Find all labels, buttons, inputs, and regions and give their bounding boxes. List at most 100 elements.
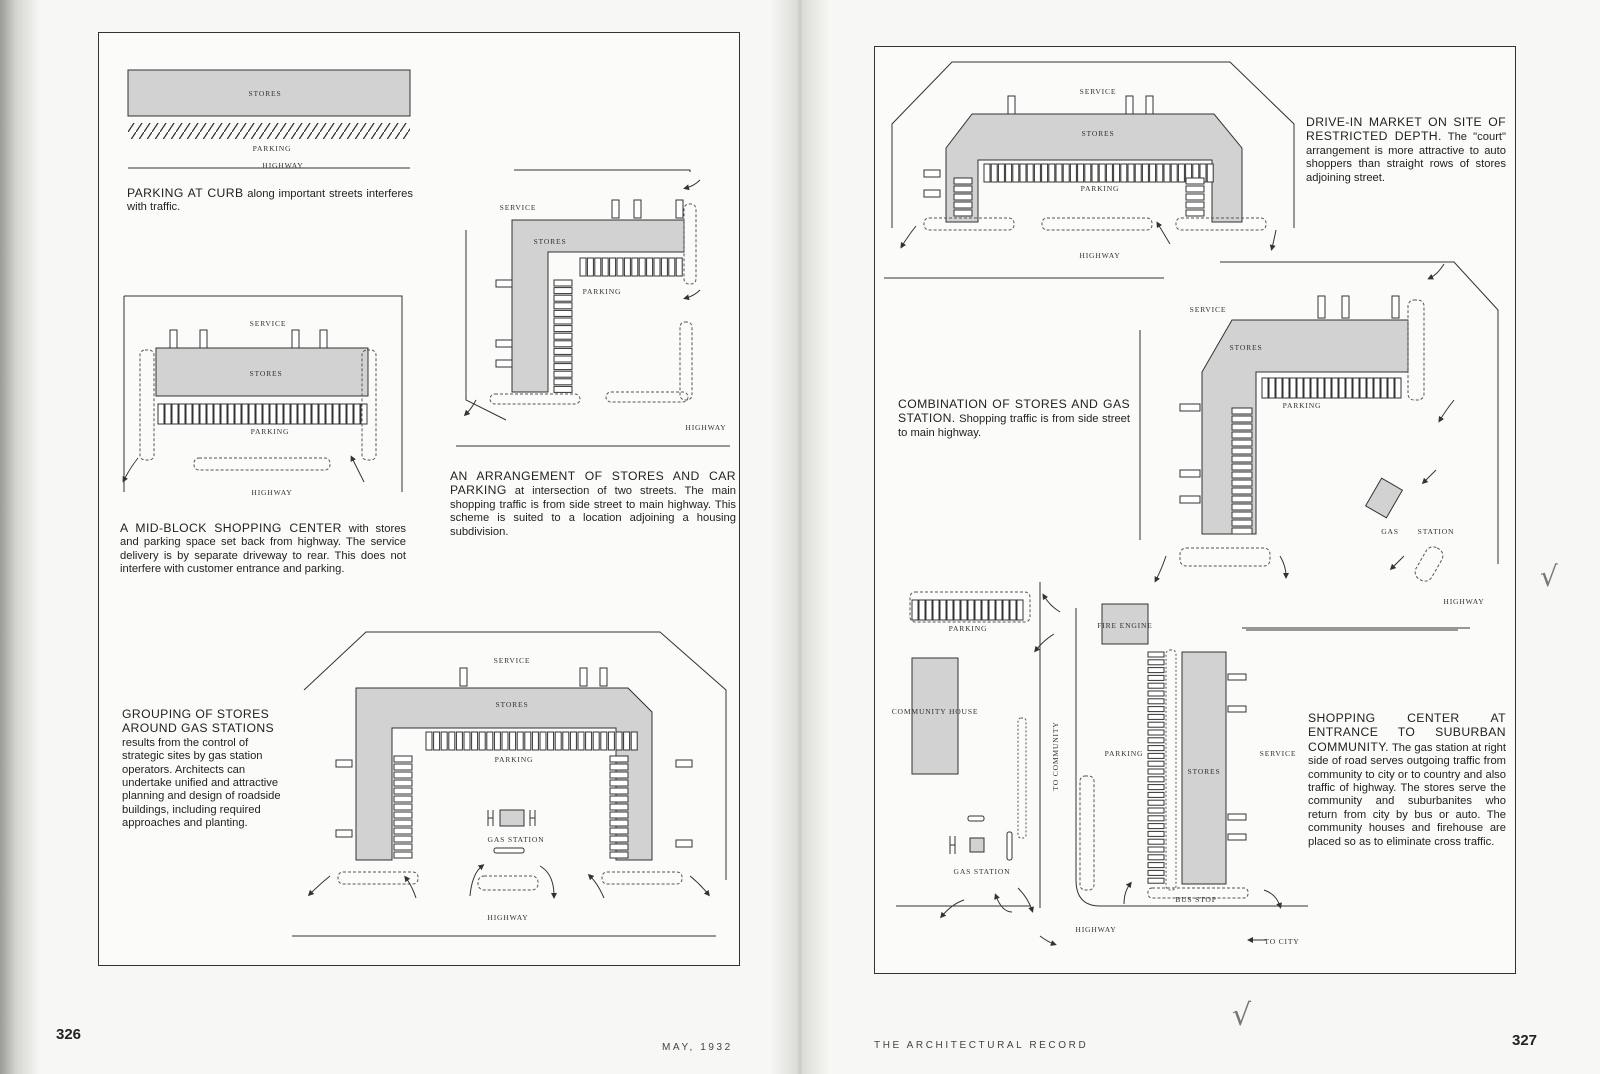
parking-stall — [939, 599, 947, 621]
parking-stall — [178, 403, 186, 425]
running-head-left: MAY, 1932 — [662, 1042, 733, 1053]
label-parking: PARKING — [251, 427, 290, 436]
parking-stall — [440, 731, 448, 751]
parking-stall — [1147, 737, 1165, 744]
parking-stall — [974, 599, 982, 621]
label-highway: HIGHWAY — [251, 488, 292, 497]
parking-stall — [660, 257, 668, 277]
parking-stall — [1231, 503, 1253, 511]
parking-stall — [1275, 377, 1283, 399]
caption-lead: SHOPPING CENTER AT ENTRANCE TO SUBURBAN … — [1308, 711, 1506, 754]
caption-corner-arrangement: AN ARRANGEMENT OF STORES AND CAR PARKING… — [450, 469, 736, 539]
parking-stall — [290, 403, 298, 425]
label-gas-station: GAS STATION — [954, 867, 1011, 876]
parking-stall — [171, 403, 179, 425]
parking-stall — [283, 403, 291, 425]
parking-stall — [1231, 495, 1253, 503]
parking-stall — [1231, 479, 1253, 487]
parking-stall — [609, 771, 629, 779]
caption-mid-block: A MID-BLOCK SHOPPING CENTER with stores … — [120, 521, 406, 577]
parking-stall — [1338, 377, 1346, 399]
diagram-gas-station-grouping: SERVICE STORES PARKING GAS STATION HIGHW… — [292, 631, 727, 937]
parking-stall — [579, 257, 587, 277]
parking-stall — [1373, 377, 1381, 399]
parking-stall — [932, 599, 940, 621]
parking-stall — [1055, 163, 1063, 183]
parking-stall — [553, 309, 573, 317]
parking-stall — [1147, 706, 1165, 713]
parking-stall — [547, 731, 555, 751]
label-parking: PARKING — [495, 755, 534, 764]
label-parking: PARKING — [949, 624, 988, 633]
label-highway: HIGHWAY — [1443, 597, 1484, 606]
label-station: STATION — [1418, 527, 1455, 536]
parking-stall — [1147, 713, 1165, 720]
label-stores: STORES — [496, 700, 529, 709]
label-parking: PARKING — [1081, 184, 1120, 193]
parking-stall — [346, 403, 354, 425]
parking-stall — [960, 599, 968, 621]
parking-stall — [433, 731, 441, 751]
label-service: SERVICE — [500, 203, 537, 212]
parking-stall — [1147, 698, 1165, 705]
label-service: SERVICE — [1190, 305, 1227, 314]
parking-stall — [609, 835, 629, 843]
parking-stall — [1048, 163, 1056, 183]
parking-stall — [1231, 423, 1253, 431]
parking-stall — [304, 403, 312, 425]
label-highway: HIGHWAY — [262, 161, 303, 170]
parking-stall — [393, 787, 413, 795]
parking-stall — [1185, 185, 1205, 193]
parking-stall — [1231, 447, 1253, 455]
parking-stall — [1147, 776, 1165, 783]
parking-stall — [393, 755, 413, 763]
label-bus-stop: BUS STOP — [1175, 895, 1217, 904]
caption-lead: PARKING AT CURB — [127, 186, 244, 200]
parking-stall — [463, 731, 471, 751]
parking-stall — [1012, 163, 1020, 183]
label-parking: PARKING — [1105, 749, 1144, 758]
parking-stall — [653, 257, 661, 277]
label-gas-station: GAS STATION — [488, 835, 545, 844]
label-parking: PARKING — [583, 287, 622, 296]
parking-stall — [609, 811, 629, 819]
label-stores: STORES — [1230, 343, 1263, 352]
parking-stall — [455, 731, 463, 751]
parking-stall — [1261, 377, 1269, 399]
parking-stall — [1033, 163, 1041, 183]
parking-stall — [1147, 667, 1165, 674]
label-service: SERVICE — [494, 656, 531, 665]
parking-stall — [1041, 163, 1049, 183]
pencil-checkmark: √ — [1540, 560, 1558, 593]
parking-stall — [1147, 846, 1165, 853]
parking-stall — [609, 795, 629, 803]
caption-lead: AN ARRANGEMENT OF STORES AND CAR PARKING — [450, 469, 736, 498]
parking-stall — [988, 599, 996, 621]
parking-stall — [607, 731, 615, 751]
parking-stall — [339, 403, 347, 425]
label-community-house: COMMUNITY HOUSE — [892, 707, 979, 716]
parking-stall — [553, 287, 573, 295]
parking-stall — [1231, 407, 1253, 415]
parking-stall — [1147, 830, 1165, 837]
parking-stall — [486, 731, 494, 751]
parking-stall — [609, 779, 629, 787]
parking-stall — [562, 731, 570, 751]
parking-stall — [1019, 163, 1027, 183]
parking-stall — [531, 731, 539, 751]
parking-stall — [393, 795, 413, 803]
parking-stall — [553, 325, 573, 333]
parking-stall — [990, 163, 998, 183]
parking-stall — [1185, 193, 1205, 201]
parking-stall — [1185, 177, 1205, 185]
parking-stall — [609, 819, 629, 827]
parking-stall — [1317, 377, 1325, 399]
parking-stall — [553, 378, 573, 386]
parking-stall — [1231, 431, 1253, 439]
caption-suburban-community: SHOPPING CENTER AT ENTRANCE TO SUBURBAN … — [1308, 711, 1506, 849]
parking-stall — [918, 599, 926, 621]
parking-stall — [646, 257, 654, 277]
page-number-right: 327 — [1512, 1032, 1538, 1049]
parking-stall — [953, 209, 973, 217]
parking-stall — [1147, 651, 1165, 658]
